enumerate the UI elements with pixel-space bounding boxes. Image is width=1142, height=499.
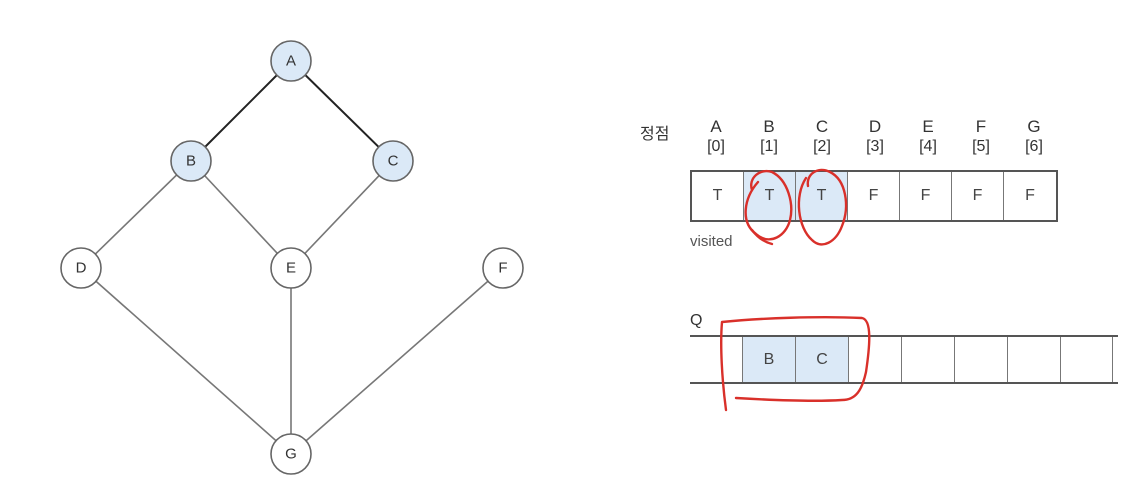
node-label: E (286, 260, 296, 277)
visited-tick-annotation (750, 228, 774, 246)
vertex-name: C (815, 117, 829, 136)
node-d: D (60, 247, 102, 289)
edge-a-b (190, 60, 292, 162)
node-f: F (482, 247, 524, 289)
vertex-header-e: E [4] (902, 117, 954, 157)
node-circle (270, 247, 312, 289)
vertex-header-a: A [0] (690, 117, 742, 157)
queue-cell-4 (954, 337, 1007, 382)
vertex-header-c: C [2] (796, 117, 848, 157)
vertex-name: F (975, 117, 987, 136)
queue-cell-5 (1007, 337, 1060, 382)
visited-cell-a: T (692, 172, 744, 220)
queue-cell-1: C (795, 337, 848, 382)
node-g: G (270, 433, 312, 475)
node-circle (170, 140, 212, 182)
visited-cell-e: F (900, 172, 952, 220)
node-label: B (186, 153, 196, 170)
vertex-header-f: F [5] (955, 117, 1007, 157)
queue-cell-0: B (742, 337, 795, 382)
node-a: A (270, 40, 312, 82)
vertex-header-d: D [3] (849, 117, 901, 157)
vertex-name: E (922, 117, 934, 136)
vertex-index: [2] (813, 138, 831, 155)
queue-border-bottom (690, 382, 1118, 384)
node-c: C (372, 140, 414, 182)
visited-label: visited (690, 233, 733, 250)
visited-cell-d: F (848, 172, 900, 220)
vertex-name: G (1027, 117, 1041, 136)
edge-c-e (290, 160, 394, 269)
vertex-index: [3] (866, 138, 884, 155)
vertex-name: A (710, 117, 722, 136)
vertex-row-label: 정점 (640, 126, 670, 143)
node-circle (372, 140, 414, 182)
vertex-index: [6] (1025, 138, 1043, 155)
edge-f-g (290, 267, 504, 455)
vertex-index: [5] (972, 138, 990, 155)
vertex-header-b: B [1] (743, 117, 795, 157)
node-circle (270, 433, 312, 475)
node-label: C (388, 153, 399, 170)
vertex-name: B (763, 117, 775, 136)
node-circle (482, 247, 524, 289)
queue-cell-2 (848, 337, 901, 382)
vertex-index: [1] (760, 138, 778, 155)
queue-label: Q (690, 312, 703, 329)
queue-cell-3 (901, 337, 954, 382)
edge-d-g (80, 267, 292, 455)
node-circle (270, 40, 312, 82)
visited-cell-b: T (744, 172, 796, 220)
edge-a-c (290, 60, 394, 162)
node-label: F (498, 260, 507, 277)
vertex-index: [4] (919, 138, 937, 155)
node-b: B (170, 140, 212, 182)
vertex-name: D (868, 117, 882, 136)
queue-border-top (690, 335, 1118, 337)
edge-b-d (80, 160, 192, 269)
node-e: E (270, 247, 312, 289)
node-label: D (76, 260, 87, 277)
visited-cell-g: F (1025, 187, 1035, 204)
visited-cell-c: T (796, 172, 848, 220)
node-label: G (285, 446, 297, 463)
node-circle (60, 247, 102, 289)
vertex-header-g: G [6] (1008, 117, 1060, 157)
queue-cell-6 (1060, 337, 1113, 382)
graph-diagram: A B C D E F G (60, 40, 524, 475)
visited-cell-f: F (952, 172, 1004, 220)
edge-b-e (190, 160, 292, 269)
vertex-index: [0] (707, 138, 725, 155)
node-label: A (286, 53, 296, 70)
